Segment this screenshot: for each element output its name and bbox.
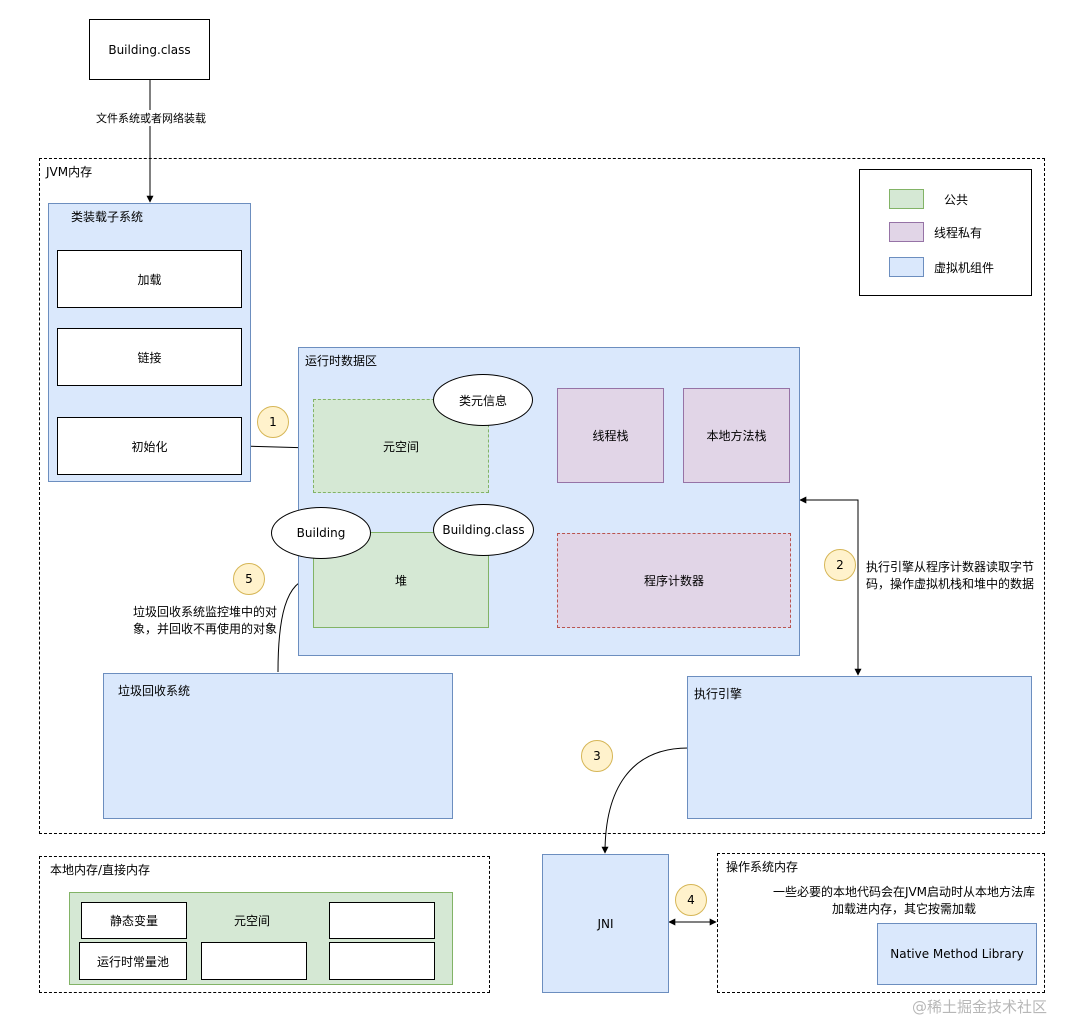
class-metadata-ellipse: 类元信息 (433, 374, 533, 426)
os-memory-note: 一些必要的本地代码会在JVM启动时从本地方法库加载进内存，其它按需加载 (772, 885, 1036, 916)
step-badge-3: 3 (581, 740, 613, 772)
heap-object-label: Building (296, 526, 346, 540)
heap-class-building: Building.class (433, 504, 534, 556)
step-badge-4: 4 (675, 884, 707, 916)
legend-swatch-public (889, 189, 924, 209)
native-method-library: Native Method Library (877, 923, 1037, 985)
legend-label-vm-component: 虚拟机组件 (934, 261, 995, 275)
step-linking-label: 链接 (137, 350, 162, 365)
empty-slot-3 (329, 942, 435, 980)
engine-note: 执行引擎从程序计数器读取字节码，操作虚拟机栈和堆中的数据 (866, 560, 1035, 591)
arrow-engine-jni (601, 747, 689, 854)
gc-note: 垃圾回收系统监控堆中的对象，并回收不再使用的对象 (132, 605, 277, 636)
native-metaspace-label: 元空间 (234, 914, 271, 928)
program-counter: 程序计数器 (557, 533, 791, 628)
step-badge-4-label: 4 (687, 893, 695, 907)
garbage-collector-title: 垃圾回收系统 (118, 684, 191, 698)
os-memory-title: 操作系统内存 (726, 860, 799, 874)
thread-stack: 线程栈 (557, 388, 664, 483)
heap-class-label: Building.class (442, 523, 525, 537)
arrow-runtime-engine (799, 496, 862, 676)
static-variables-label: 静态变量 (109, 914, 158, 928)
heap-label: 堆 (394, 573, 407, 588)
jni: JNI (542, 854, 669, 993)
step-badge-2: 2 (824, 549, 856, 581)
os-memory-frame: 操作系统内存 (717, 853, 1045, 993)
thread-stack-label: 线程栈 (592, 429, 629, 443)
step-badge-2-label: 2 (836, 558, 844, 572)
runtime-constant-pool-label: 运行时常量池 (96, 954, 169, 969)
program-counter-label: 程序计数器 (643, 574, 704, 588)
empty-slot-1 (201, 942, 307, 980)
empty-slot-2 (329, 902, 435, 939)
step-initialization-label: 初始化 (131, 439, 168, 454)
step-initialization: 初始化 (57, 417, 242, 475)
building-class-label: Building.class (108, 42, 191, 57)
metaspace-label: 元空间 (382, 439, 419, 454)
legend-label-thread-private: 线程私有 (934, 226, 983, 240)
runtime-constant-pool: 运行时常量池 (79, 942, 187, 980)
legend-label-public: 公共 (944, 193, 969, 207)
watermark: @稀土掘金技术社区 (912, 998, 1048, 1016)
execution-engine-title: 执行引擎 (694, 687, 743, 701)
jvm-memory-title: JVM内存 (46, 165, 93, 179)
legend (859, 169, 1032, 296)
legend-swatch-vm-component (889, 257, 924, 277)
step-badge-3-label: 3 (593, 749, 601, 763)
step-loading: 加载 (57, 250, 242, 308)
step-loading-label: 加载 (137, 272, 162, 287)
native-method-stack: 本地方法栈 (683, 388, 790, 483)
native-memory-frame: 本地内存/直接内存 (39, 856, 490, 993)
native-method-stack-label: 本地方法栈 (706, 429, 767, 443)
heap-object-building: Building (271, 507, 371, 559)
native-memory-title: 本地内存/直接内存 (50, 863, 151, 877)
step-linking: 链接 (57, 328, 242, 386)
native-method-library-label: Native Method Library (890, 947, 1024, 961)
legend-swatch-thread-private (889, 222, 924, 242)
step-badge-5-label: 5 (245, 572, 253, 586)
step-badge-5: 5 (233, 563, 265, 595)
execution-engine: 执行引擎 (687, 676, 1032, 819)
jvm-memory-frame: JVM内存 (39, 158, 1045, 834)
building-class-file: Building.class (89, 19, 210, 80)
runtime-data-area-title: 运行时数据区 (305, 354, 378, 368)
jni-label: JNI (597, 916, 614, 931)
step-badge-1: 1 (257, 406, 289, 438)
step-badge-1-label: 1 (269, 415, 277, 429)
class-loader-title: 类装载子系统 (71, 210, 144, 224)
class-metadata-label: 类元信息 (458, 393, 507, 408)
static-variables: 静态变量 (81, 902, 187, 939)
garbage-collector: 垃圾回收系统 (103, 673, 453, 819)
load-label: 文件系统或者网络装载 (96, 110, 206, 126)
